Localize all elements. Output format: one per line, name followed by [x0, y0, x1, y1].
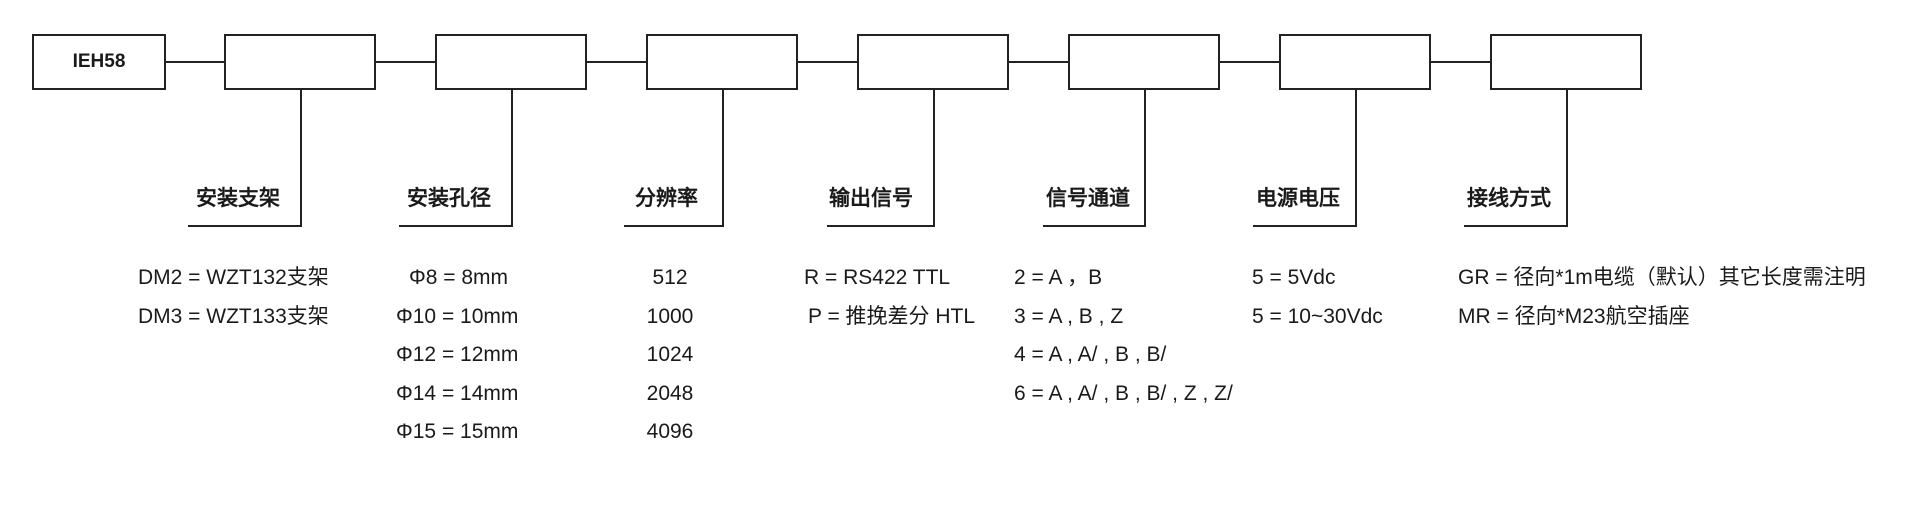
leader-line — [1464, 90, 1568, 227]
option-item: 1024 — [646, 343, 694, 366]
option-item: 1000 — [646, 304, 694, 328]
leader-line — [827, 90, 935, 227]
option-item: 2 = A ，B — [1014, 266, 1103, 289]
leader-line — [1253, 90, 1357, 227]
category-label-supply-voltage: 电源电压 — [1256, 187, 1340, 210]
code-box-supply-voltage — [1279, 34, 1431, 90]
model-code: IEH58 — [72, 51, 126, 72]
options-resolution: 512 1000 1024 2048 4096 — [640, 259, 700, 452]
category-label-signal-channel: 信号通道 — [1046, 187, 1130, 210]
leader-line — [399, 90, 513, 227]
options-supply-voltage: 5 = 5Vdc 5 = 10~30Vdc — [1252, 259, 1383, 336]
code-box-bracket — [224, 34, 376, 90]
option-item: Φ8 = 8mm — [409, 266, 509, 289]
option-item: Φ10 = 10mm — [396, 304, 519, 328]
option-item: DM3 = WZT133支架 — [138, 304, 329, 328]
option-item: 4096 — [646, 420, 694, 443]
option-item: Φ14 = 14mm — [396, 381, 519, 405]
options-bracket: DM2 = WZT132支架 DM3 = WZT133支架 — [138, 259, 329, 336]
option-item: 6 = A , A/ , B , B/ , Z , Z/ — [1014, 381, 1233, 405]
options-wiring: GR = 径向*1m电缆（默认）其它长度需注明 MR = 径向*M23航空插座 — [1458, 259, 1866, 336]
options-output-signal: R = RS422 TTL P = 推挽差分 HTL — [804, 259, 975, 336]
code-box-resolution — [646, 34, 798, 90]
code-box-hole-diameter — [435, 34, 587, 90]
category-label-output-signal: 输出信号 — [829, 187, 913, 210]
option-item: MR = 径向*M23航空插座 — [1458, 304, 1690, 328]
option-item: DM2 = WZT132支架 — [138, 266, 329, 289]
option-item: 5 = 5Vdc — [1252, 266, 1336, 289]
option-item: 2048 — [646, 381, 694, 405]
code-box-output-signal — [857, 34, 1009, 90]
category-label-bracket: 安装支架 — [196, 187, 280, 210]
option-item: 4 = A , A/ , B , B/ — [1014, 343, 1167, 366]
option-item: 512 — [652, 266, 688, 289]
category-label-resolution: 分辨率 — [635, 187, 698, 210]
model-box: IEH58 — [32, 34, 166, 90]
leader-line — [188, 90, 302, 227]
option-item: P = 推挽差分 HTL — [808, 304, 976, 328]
option-item: 5 = 10~30Vdc — [1252, 304, 1383, 328]
option-item: Φ15 = 15mm — [396, 420, 519, 443]
options-hole-diameter: Φ8 = 8mm Φ10 = 10mm Φ12 = 12mm Φ14 = 14m… — [396, 259, 518, 452]
leader-line — [624, 90, 724, 227]
option-item: GR = 径向*1m电缆（默认）其它长度需注明 — [1458, 266, 1866, 289]
leader-line — [1043, 90, 1146, 227]
option-item: 3 = A , B , Z — [1014, 304, 1124, 328]
option-item: R = RS422 TTL — [804, 266, 951, 289]
option-item: Φ12 = 12mm — [396, 343, 519, 366]
category-label-hole-diameter: 安装孔径 — [407, 187, 491, 210]
category-label-wiring: 接线方式 — [1467, 187, 1551, 210]
code-box-wiring — [1490, 34, 1642, 90]
code-box-signal-channel — [1068, 34, 1220, 90]
options-signal-channel: 2 = A ，B 3 = A , B , Z 4 = A , A/ , B , … — [1014, 259, 1233, 413]
